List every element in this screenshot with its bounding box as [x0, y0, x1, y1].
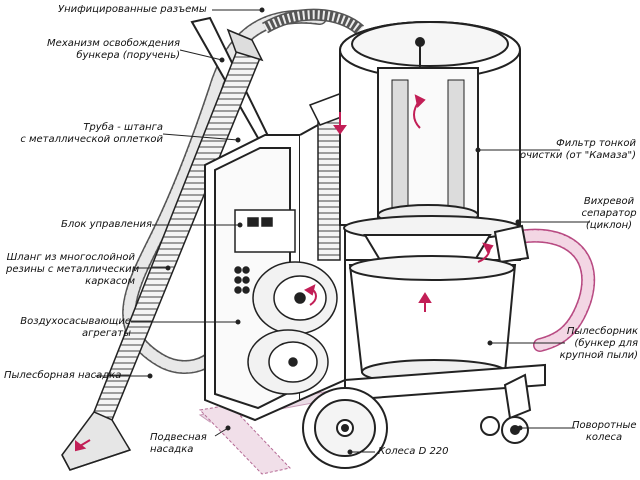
label-hose-line2: резины с металлическим	[6, 264, 140, 275]
large-wheel	[302, 387, 388, 469]
label-control-unit: Блок управления	[60, 219, 152, 230]
label-cyclone-line2: сепаратор	[581, 208, 637, 219]
air-blowers	[234, 261, 338, 395]
cyclone-separator	[343, 215, 521, 261]
label-wheels: Колеса D 220	[378, 446, 449, 457]
label-hanging-nozzle-line1: Подвесная	[150, 432, 207, 443]
label-fine-filter-line1: Фильтр тонкой	[556, 138, 636, 149]
filter-housing	[339, 21, 521, 226]
dust-bin	[344, 255, 546, 402]
label-blowers-line2: агрегаты	[82, 328, 131, 339]
label-hose-line1: Шланг из многослойной	[6, 252, 135, 263]
floor-nozzle	[61, 411, 132, 471]
label-swivel-wheels-line2: колеса	[585, 432, 623, 443]
label-rod-pipe: Труба - штанга с металлической оплеткой	[15, 122, 163, 146]
label-fine-filter: Фильтр тонкой очистки (от "Камаза")	[520, 138, 636, 162]
label-floor-nozzle: Пылесборная насадка	[4, 370, 122, 381]
label-hanging-nozzle-line2: насадка	[150, 444, 194, 455]
label-dust-bin-line1: Пылесборник	[566, 326, 638, 337]
label-hanging-nozzle: Подвесная насадка	[150, 432, 207, 456]
label-cyclone-line1: Вихревой	[583, 196, 635, 207]
swivel-casters	[480, 373, 532, 444]
label-cyclone: Вихревой сепаратор (циклон)	[580, 196, 638, 232]
label-dust-bin-line3: крупной пыли)	[559, 350, 638, 361]
label-dust-bin-line2: (бункер для	[574, 338, 638, 349]
label-dust-bin: Пылесборник (бункер для крупной пыли)	[555, 326, 638, 362]
label-hopper-release-line2: бункера (поручень)	[76, 50, 180, 61]
label-swivel-wheels-line1: Поворотные	[572, 420, 637, 431]
label-blowers-line1: Воздухосасывающие	[20, 316, 131, 327]
leader-lines	[95, 7, 590, 455]
label-blowers: Воздухосасывающие агрегаты	[6, 316, 131, 340]
label-unified-connectors: Унифицированные разъемы	[58, 4, 207, 15]
label-hopper-release: Механизм освобождения бункера (поручень)	[38, 38, 180, 62]
label-fine-filter-line2: очистки (от "Камаза")	[520, 150, 637, 161]
label-hopper-release-line1: Механизм освобождения	[47, 38, 180, 49]
label-swivel-wheels: Поворотные колеса	[572, 420, 637, 444]
label-rod-pipe-line1: Труба - штанга	[83, 122, 163, 133]
internal-duct	[317, 109, 341, 261]
label-cyclone-line3: (циклон)	[585, 220, 633, 231]
airflow-arrows	[75, 94, 494, 452]
control-unit-box	[234, 209, 296, 253]
label-hose: Шланг из многослойной резины с металличе…	[6, 252, 140, 288]
label-hose-line3: каркасом	[85, 276, 135, 287]
label-rod-pipe-line2: с металлической оплеткой	[20, 134, 163, 145]
